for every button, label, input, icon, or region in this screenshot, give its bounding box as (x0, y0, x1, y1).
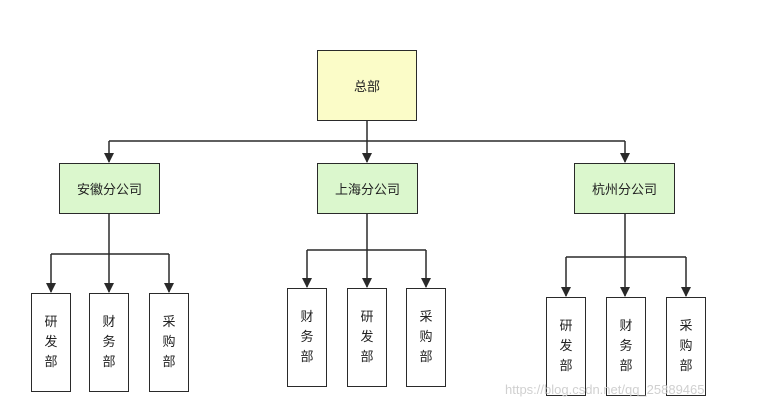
department-node: 财务部 (89, 293, 129, 392)
department-label: 财务部 (300, 309, 314, 365)
department-node: 研发部 (347, 288, 387, 387)
headquarters-node: 总部 (317, 50, 417, 121)
branch-label: 安徽分公司 (76, 183, 142, 198)
headquarters-label: 总部 (353, 80, 380, 95)
department-label: 财务部 (102, 314, 116, 370)
department-label: 采购部 (419, 309, 433, 365)
branch-label: 杭州分公司 (591, 183, 657, 198)
watermark-text: https://blog.csdn.net/qq_25889465 (505, 382, 705, 397)
branch-label: 上海分公司 (334, 183, 400, 198)
branch-node-hangzhou: 杭州分公司 (574, 163, 675, 214)
department-label: 财务部 (619, 318, 633, 374)
department-node: 采购部 (406, 288, 446, 387)
department-node: 采购部 (149, 293, 189, 392)
department-node: 研发部 (546, 297, 586, 396)
department-label: 研发部 (44, 314, 58, 370)
department-label: 研发部 (360, 309, 374, 365)
branch-node-anhui: 安徽分公司 (59, 163, 160, 214)
department-node: 财务部 (287, 288, 327, 387)
department-label: 采购部 (679, 318, 693, 374)
department-node: 财务部 (606, 297, 646, 396)
department-label: 研发部 (559, 318, 573, 374)
department-node: 采购部 (666, 297, 706, 396)
branch-node-shanghai: 上海分公司 (317, 163, 418, 214)
department-label: 采购部 (162, 314, 176, 370)
department-node: 研发部 (31, 293, 71, 392)
